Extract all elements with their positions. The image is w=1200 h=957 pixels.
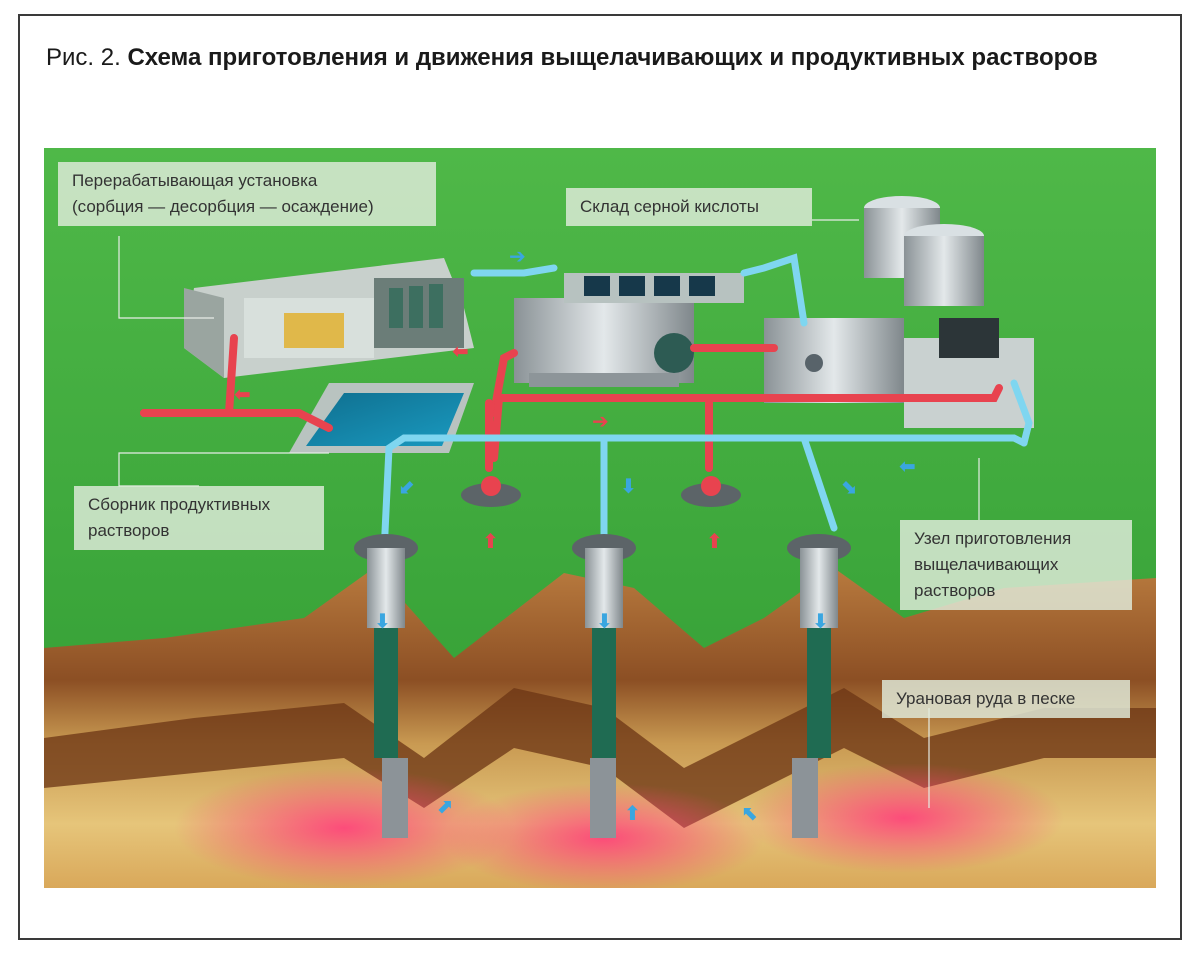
svg-text:⬇: ⬇ [374, 609, 391, 633]
caption-title: Схема приготовления и движения выщелачив… [127, 44, 1097, 71]
svg-text:⬇: ⬇ [812, 609, 829, 633]
label-acid-storage: Склад серной кислоты [566, 188, 812, 226]
label-processing-line2: (сорбция — десорбция — осаждение) [72, 194, 422, 220]
label-processing-line1: Перерабатывающая установка [72, 168, 422, 194]
label-acid-text: Склад серной кислоты [580, 194, 798, 220]
svg-text:⬅: ⬅ [899, 454, 916, 478]
svg-text:➔: ➔ [509, 244, 526, 268]
svg-text:⬈: ⬈ [436, 794, 453, 818]
label-prep-line2: выщелачивающих [914, 552, 1118, 578]
diagram-figure: ➔ ⬅ ⬅ ➔ ⬅ ⬋ ⬇ ⬊ ⬆ ⬆ ⬇ ⬇ ⬇ ⬈ ⬆ ⬉ Перераба… [44, 148, 1156, 888]
label-collector-line2: растворов [88, 518, 310, 544]
label-ore-text: Урановая руда в песке [896, 686, 1116, 712]
label-prep-line3: растворов [914, 578, 1118, 604]
svg-text:⬆: ⬆ [482, 529, 499, 553]
svg-text:⬅: ⬅ [234, 382, 251, 406]
svg-text:⬊: ⬊ [840, 474, 857, 498]
top-rule [18, 14, 1182, 16]
figure-caption: Рис. 2. Схема приготовления и движения в… [46, 44, 1106, 72]
label-prep-line1: Узел приготовления [914, 526, 1118, 552]
svg-text:➔: ➔ [592, 409, 609, 433]
label-collector: Сборник продуктивных растворов [74, 486, 324, 550]
left-rule [18, 14, 20, 940]
label-leach-prep: Узел приготовления выщелачивающих раство… [900, 520, 1132, 610]
svg-text:⬇: ⬇ [620, 474, 637, 498]
svg-text:⬇: ⬇ [596, 609, 613, 633]
label-collector-line1: Сборник продуктивных [88, 492, 310, 518]
svg-text:⬆: ⬆ [706, 529, 723, 553]
right-rule [1180, 14, 1182, 940]
label-uranium-ore: Урановая руда в песке [882, 680, 1130, 718]
bottom-rule [18, 938, 1182, 940]
svg-text:⬉: ⬉ [742, 801, 759, 825]
label-processing-plant: Перерабатывающая установка (сорбция — де… [58, 162, 436, 226]
svg-text:⬆: ⬆ [624, 801, 641, 825]
svg-text:⬋: ⬋ [399, 474, 416, 498]
svg-text:⬅: ⬅ [452, 339, 469, 363]
caption-prefix: Рис. 2. [46, 44, 121, 71]
